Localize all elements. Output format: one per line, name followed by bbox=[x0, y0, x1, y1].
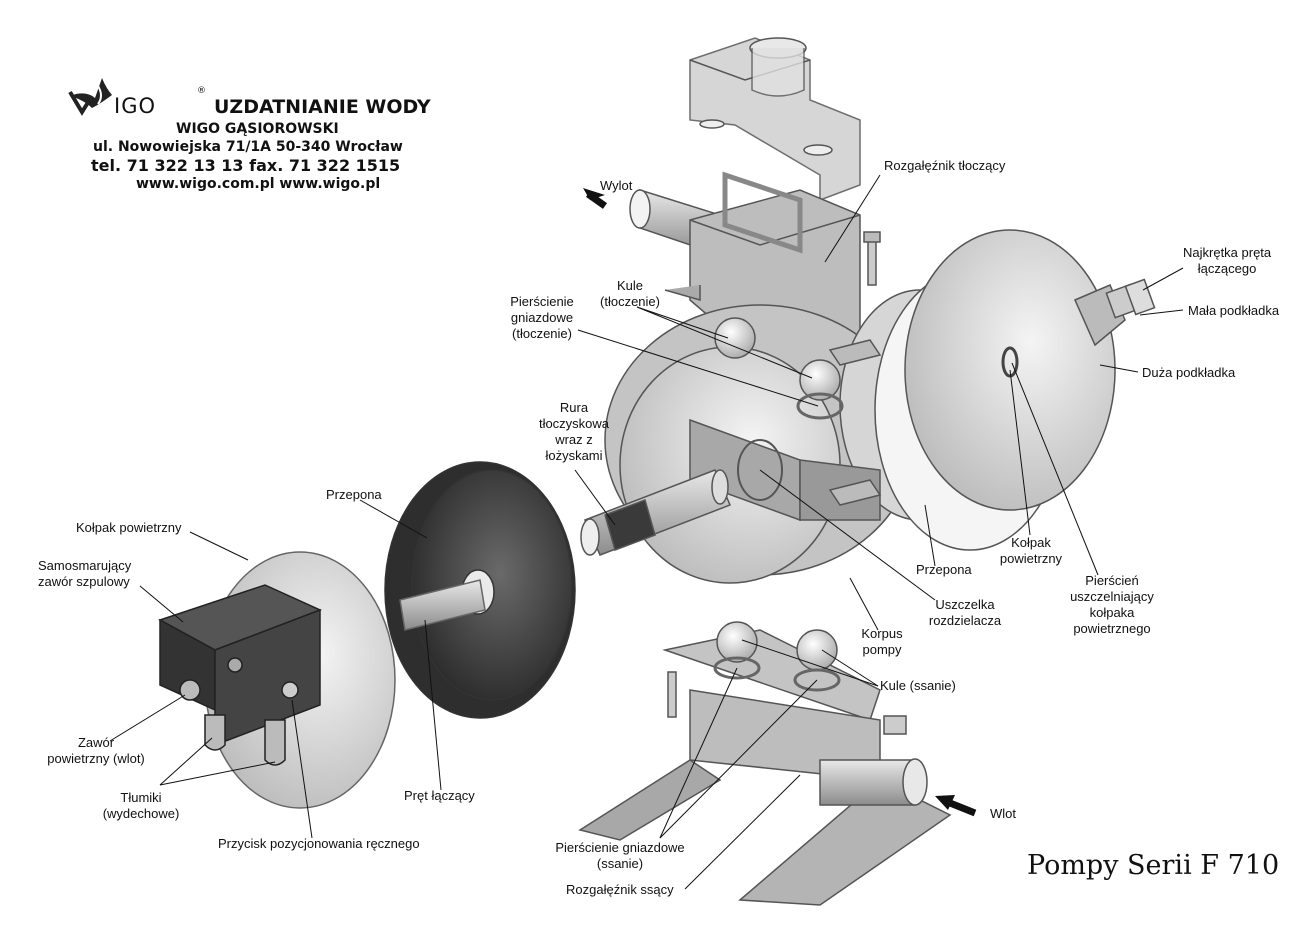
piston-rod-drawing bbox=[580, 469, 731, 556]
label-kolpak-right: Kołpak powietrzny bbox=[999, 535, 1063, 566]
outlet-arrow-icon bbox=[583, 188, 608, 209]
label-rozgaleznik-ssacy: Rozgałęźnik ssący bbox=[566, 882, 674, 897]
label-korpus: Korpus pompy bbox=[861, 626, 903, 657]
brand-logo-text: IGO bbox=[114, 94, 156, 118]
label-wylot: Wylot bbox=[600, 178, 633, 193]
company-address: ul. Nowowiejska 71/1A 50-340 Wrocław bbox=[93, 139, 403, 155]
inlet-manifold-drawing bbox=[578, 621, 952, 906]
label-przycisk: Przycisk pozycjonowania ręcznego bbox=[218, 836, 420, 851]
label-pierscienie-ssanie: Pierścienie gniazdowe (ssanie) bbox=[555, 840, 685, 871]
label-pierscien-uszczelniajacy: Pierścień uszczelniający kołpaka powietr… bbox=[1070, 573, 1154, 636]
label-pierscienie-tloczenie: Pierścienie gniazdowe (tłoczenie) bbox=[510, 294, 574, 341]
label-rozgaleznik-tloczacy: Rozgałęźnik tłoczący bbox=[884, 158, 1006, 173]
company-web: www.wigo.com.pl www.wigo.pl bbox=[136, 176, 381, 192]
label-najkretka: Najkrętka pręta łączącego bbox=[1183, 245, 1272, 276]
wigo-logo-icon bbox=[68, 78, 112, 116]
right-cap-drawing bbox=[874, 229, 1156, 551]
label-kule-tloczenie: Kule (tłoczenie) bbox=[600, 278, 660, 309]
label-tlumiki: Tłumiki (wydechowe) bbox=[102, 790, 180, 821]
registered-mark: ® bbox=[197, 86, 206, 96]
company-name: WIGO GĄSIOROWSKI bbox=[176, 121, 339, 137]
company-title: UZDATNIANIE WODY bbox=[214, 96, 431, 118]
label-pret: Pręt łączący bbox=[404, 788, 475, 803]
label-uszczelka: Uszczelka rozdzielacza bbox=[928, 597, 1002, 628]
label-kule-ssanie: Kule (ssanie) bbox=[880, 678, 956, 693]
discharge-manifold-drawing bbox=[689, 37, 861, 202]
label-samosmarujacy: Samosmarujący zawór szpulowy bbox=[38, 558, 132, 589]
label-przepona-right: Przepona bbox=[916, 562, 972, 577]
company-phone: tel. 71 322 13 13 fax. 71 322 1515 bbox=[91, 156, 401, 175]
label-rura: Rura tłoczyskowa wraz z łożyskami bbox=[538, 400, 610, 463]
label-przepona-left: Przepona bbox=[326, 487, 382, 502]
label-zawor-powietrzny: Zawór powietrzny (wlot) bbox=[47, 735, 145, 766]
label-duza-podkladka: Duża podkładka bbox=[1142, 365, 1236, 380]
spool-valve-drawing bbox=[158, 584, 322, 766]
inlet-arrow-icon bbox=[935, 795, 977, 817]
leader-lines bbox=[109, 174, 1184, 890]
label-mala-podkladka: Mała podkładka bbox=[1188, 303, 1280, 318]
label-wlot: Wlot bbox=[990, 806, 1016, 821]
label-kolpak-left: Kołpak powietrzny bbox=[76, 520, 182, 535]
page-title: Pompy Serii F 710 bbox=[1027, 850, 1280, 881]
